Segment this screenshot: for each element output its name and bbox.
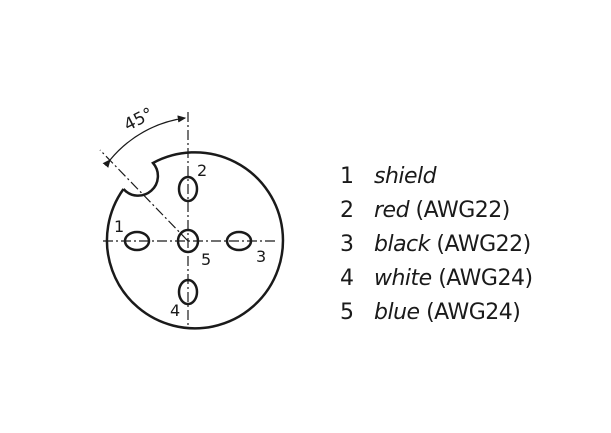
legend-wire-color: red [374, 198, 410, 223]
pin-4 [177, 278, 199, 306]
legend-pin-number: 4 [340, 266, 354, 291]
legend-row-1: 1 shield [340, 160, 580, 194]
pin-label-4: 4 [170, 301, 180, 320]
pin-label-1: 1 [114, 217, 124, 236]
legend-pin-number: 5 [340, 300, 354, 325]
legend-pin-number: 3 [340, 232, 354, 257]
pin-label-2: 2 [197, 161, 207, 180]
legend-wire-gauge: (AWG24) [438, 266, 533, 291]
connector-outline [105, 151, 285, 330]
legend-row-2: 2 red (AWG22) [340, 194, 580, 228]
legend-wire-gauge: (AWG24) [426, 300, 521, 325]
legend-pin-number: 1 [340, 164, 354, 189]
legend-wire-color: black [374, 232, 430, 257]
pin-1 [123, 230, 151, 252]
legend-row-3: 3 black (AWG22) [340, 228, 580, 262]
legend-wire-gauge: (AWG22) [436, 232, 531, 257]
angle-dimension-arc [102, 115, 187, 168]
angle-label: 45° [121, 104, 157, 136]
wire-color-legend: 1 shield 2 red (AWG22) 3 black (AWG22) 4 whi… [340, 160, 580, 330]
pin-label-3: 3 [256, 247, 266, 266]
pin-2 [177, 175, 199, 203]
legend-wire-gauge: (AWG22) [415, 198, 511, 223]
pin-3 [225, 230, 253, 252]
pin-label-5: 5 [201, 250, 211, 269]
legend-pin-number: 2 [340, 198, 354, 223]
diagonal-centerline [99, 149, 189, 242]
pin-5 [176, 228, 200, 254]
legend-row-5: 5 blue (AWG24) [340, 296, 580, 330]
legend-row-4: 4 white (AWG24) [340, 262, 580, 296]
legend-wire-color: shield [374, 164, 437, 189]
legend-wire-color: white [374, 266, 432, 291]
legend-wire-color: blue [374, 300, 420, 325]
